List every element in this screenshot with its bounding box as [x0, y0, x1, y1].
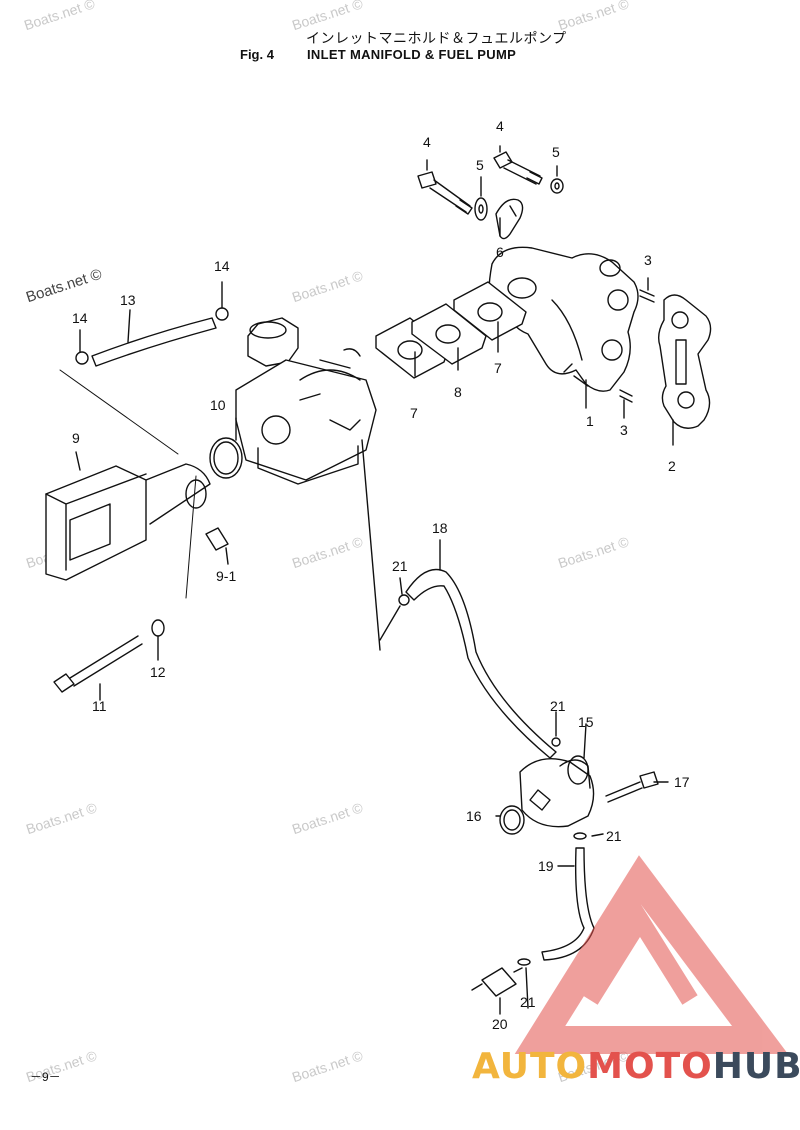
callout-19: 19	[538, 858, 554, 874]
callout-4: 4	[496, 118, 504, 134]
figure-title: INLET MANIFOLD & FUEL PUMP	[307, 47, 517, 62]
part-21-clip-2	[551, 737, 561, 747]
part-3-pin-bottom	[619, 389, 633, 403]
part-15-fuel-pump	[519, 755, 595, 828]
callout-10: 10	[210, 397, 226, 413]
part-5-washer-left	[474, 197, 488, 221]
part-16-o-ring	[499, 805, 525, 835]
callout-2: 2	[668, 458, 676, 474]
callout-1: 1	[586, 413, 594, 429]
part-18-hose	[405, 568, 557, 759]
part-9-silencer	[45, 463, 211, 581]
part-8-spacer	[411, 303, 487, 365]
logo-part-auto: AUTO	[472, 1046, 588, 1087]
automotohub-logo: AUTOMOTOHUB	[472, 1046, 800, 1087]
title-japanese: インレットマニホルド＆フュエルポンプ	[306, 31, 567, 47]
part-13-hose	[91, 317, 217, 367]
logo-part-hub: HUB	[712, 1046, 800, 1087]
part-21-clip-1	[398, 594, 410, 606]
logo-triangle	[514, 855, 788, 1054]
callout-12: 12	[150, 664, 166, 680]
figure-number: Fig. 4	[240, 47, 274, 62]
callout-20: 20	[492, 1016, 508, 1032]
part-19-hose	[541, 847, 595, 961]
part-14-clip-left	[75, 351, 89, 365]
callout-21: 21	[520, 994, 536, 1010]
callout-9: 9	[72, 430, 80, 446]
part-6-bracket	[495, 198, 524, 240]
callout-6: 6	[496, 244, 504, 260]
part-2-gasket	[657, 294, 712, 429]
callout-7: 7	[494, 360, 502, 376]
callout-17: 17	[674, 774, 690, 790]
callout-9-1: 9-1	[216, 568, 237, 584]
callout-3: 3	[644, 252, 652, 268]
callout-4: 4	[423, 134, 431, 150]
part-9-1-collar	[205, 527, 229, 551]
part-5-washer-right	[550, 178, 564, 194]
callout-18: 18	[432, 520, 448, 536]
part-10-o-ring	[209, 437, 243, 479]
callout-8: 8	[454, 384, 462, 400]
part-7-gasket-left	[375, 317, 449, 379]
callout-21: 21	[606, 828, 622, 844]
callout-21: 21	[392, 558, 408, 574]
part-20-fuel-filter	[481, 967, 517, 997]
part-3-pin-top	[639, 289, 655, 303]
part-12-washer	[151, 619, 165, 637]
part-7-gasket-right	[453, 281, 527, 341]
callout-5: 5	[552, 144, 560, 160]
callout-14: 14	[72, 310, 88, 326]
callout-5: 5	[476, 157, 484, 173]
part-21-clip-4	[517, 958, 531, 966]
callout-3: 3	[620, 422, 628, 438]
carburetor-assembly	[235, 317, 377, 485]
callout-15: 15	[578, 714, 594, 730]
callout-7: 7	[410, 405, 418, 421]
part-11-bolt	[53, 673, 75, 693]
part-21-clip-3	[573, 832, 587, 840]
part-14-clip-right	[215, 307, 229, 321]
callout-11: 11	[92, 698, 107, 714]
callout-14: 14	[214, 258, 230, 274]
callout-21: 21	[550, 698, 566, 714]
callout-13: 13	[120, 292, 136, 308]
page-number: －9－	[30, 1070, 61, 1084]
logo-part-moto: MOTO	[587, 1046, 713, 1087]
part-17-bolt	[639, 771, 659, 789]
part-4-bolt-right	[493, 151, 543, 185]
callout-16: 16	[466, 808, 482, 824]
part-4-bolt-left	[417, 171, 473, 215]
